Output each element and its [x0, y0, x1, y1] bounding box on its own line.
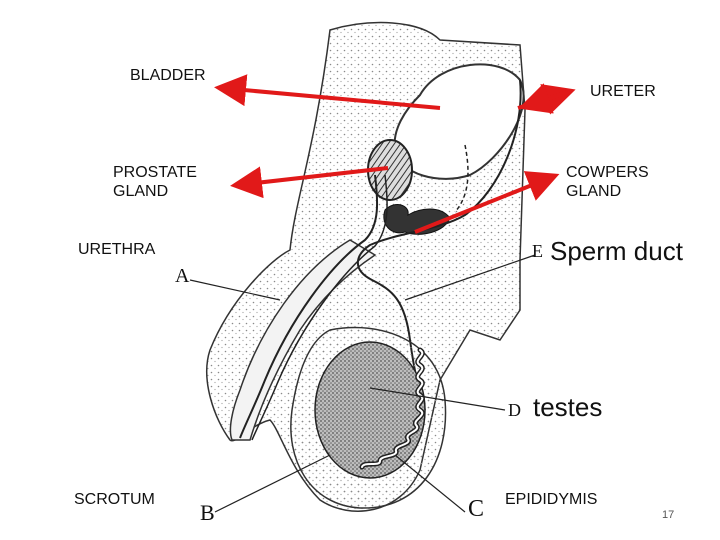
arrow-ureter-back	[518, 83, 569, 114]
red-arrows	[214, 74, 576, 234]
sperm-duct-path	[356, 79, 522, 411]
arrow-bladder	[214, 74, 441, 110]
label-prostate-gland: PROSTATE GLAND	[113, 164, 197, 200]
leader-b	[214, 454, 331, 513]
label-scrotum: SCROTUM	[74, 491, 155, 508]
leader-a	[189, 279, 281, 301]
letter-d: D	[508, 400, 521, 420]
label-cowpers-gland: COWPERS GLAND	[566, 164, 649, 200]
label-epididymis: EPIDIDYMIS	[505, 491, 598, 508]
letter-c: C	[468, 496, 485, 522]
label-testes: testes	[533, 392, 603, 422]
leader-e	[404, 254, 536, 301]
label-sperm-duct: Sperm duct	[550, 236, 683, 266]
page-number: 17	[662, 509, 675, 521]
arrow-cowpers	[414, 171, 560, 234]
arrow-prostate	[230, 166, 389, 199]
letter-b: B	[200, 500, 215, 525]
label-urethra: URETHRA	[78, 241, 156, 258]
label-bladder: BLADDER	[130, 67, 206, 84]
leader-c	[394, 454, 466, 513]
urethra-path	[239, 174, 379, 439]
testis-shape	[314, 341, 426, 479]
letter-e: E	[532, 241, 543, 261]
label-ureter: URETER	[590, 83, 656, 100]
leader-d	[369, 387, 506, 411]
letter-a: A	[175, 265, 190, 287]
penis-shape	[229, 239, 377, 441]
